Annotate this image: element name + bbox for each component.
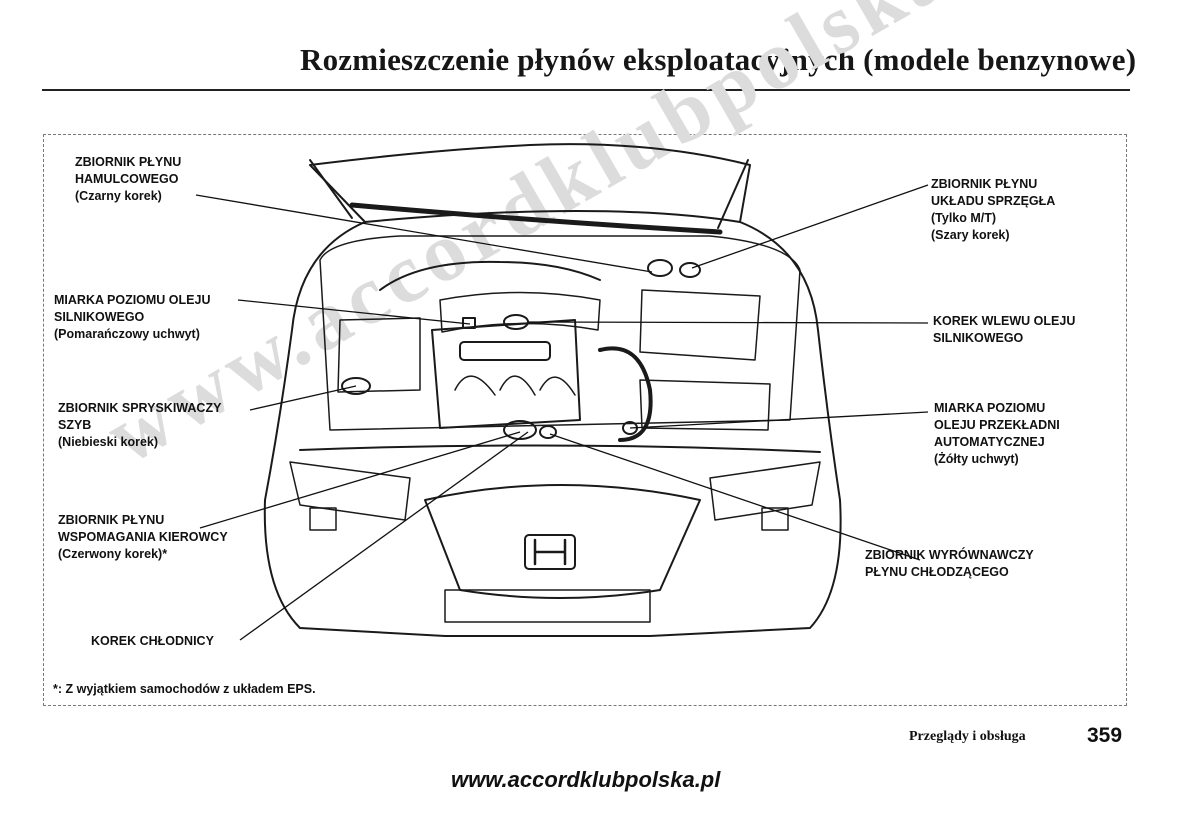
grille <box>424 484 701 599</box>
hood-strut-right <box>717 159 749 229</box>
air-box <box>639 289 761 361</box>
brake-reservoir-cap <box>647 259 673 277</box>
hood <box>309 143 751 223</box>
label-power-steering-reservoir: ZBIORNIK PŁYNU WSPOMAGANIA KIEROWCY (Cze… <box>58 513 228 561</box>
footer-url: www.accordklubpolska.pl <box>451 767 721 792</box>
engine-bay-opening <box>319 235 801 431</box>
oil-filler-cap <box>503 314 529 330</box>
label-engine-oil-dipstick: MIARKA POZIOMU OLEJU SILNIKOWEGO (Pomara… <box>54 293 211 341</box>
honda-logo <box>524 534 576 570</box>
radiator-cap <box>503 420 537 440</box>
diagram-frame <box>43 134 1127 706</box>
wiper <box>349 202 723 235</box>
intake-duct <box>598 346 653 442</box>
clutch-reservoir-cap <box>679 262 701 278</box>
label-coolant-reservoir: ZBIORNIK WYRÓWNAWCZY PŁYNU CHŁODZĄCEGO <box>865 548 1034 579</box>
page-title: Rozmieszczenie płynów eksploatacyjnych (… <box>300 42 1137 77</box>
label-atf-dipstick: MIARKA POZIOMU OLEJU PRZEKŁADNI AUTOMATY… <box>934 401 1060 466</box>
footnote: *: Z wyjątkiem samochodów z układem EPS. <box>53 682 316 696</box>
headlight-right <box>709 461 821 521</box>
section-name: Przeglądy i obsługa <box>909 729 1026 744</box>
leader-clutch <box>691 184 929 269</box>
label-windshield-washer-reservoir: ZBIORNIK SPRYSKIWACZY SZYB (Niebieski ko… <box>58 401 222 449</box>
car-body-outline <box>263 221 842 637</box>
leader-atf <box>629 411 929 429</box>
washer-tank-area <box>337 317 421 393</box>
fog-light-left <box>309 507 337 531</box>
leader-radiator <box>239 431 529 641</box>
battery-area <box>639 379 771 431</box>
fog-light-right <box>761 507 789 531</box>
label-brake-fluid-reservoir: ZBIORNIK PŁYNU HAMULCOWEGO (Czarny korek… <box>75 155 182 203</box>
washer-cap <box>341 377 371 395</box>
leader-washer <box>249 385 357 411</box>
label-clutch-fluid-reservoir: ZBIORNIK PŁYNU UKŁADU SPRZĘGŁA (Tylko M/… <box>931 177 1056 242</box>
leader-oil-cap <box>527 321 929 324</box>
leader-oil-dipstick <box>237 299 471 325</box>
leader-power-steering <box>199 431 521 529</box>
valve-cover-plate <box>459 341 551 361</box>
intake-manifold <box>439 291 601 333</box>
leader-coolant <box>549 433 921 561</box>
label-engine-oil-filler-cap: KOREK WLEWU OLEJU SILNIKOWEGO <box>933 314 1076 345</box>
hood-strut-left <box>309 159 353 219</box>
page-number: 359 <box>1087 724 1123 747</box>
radiator-support <box>299 444 821 453</box>
leader-brake <box>195 194 653 273</box>
coolant-reservoir-cap <box>539 425 557 439</box>
engine-block <box>431 319 581 429</box>
license-plate <box>444 589 651 623</box>
title-rule <box>42 89 1130 91</box>
label-radiator-cap: KOREK CHŁODNICY <box>91 634 214 648</box>
headlight-left <box>289 461 411 521</box>
